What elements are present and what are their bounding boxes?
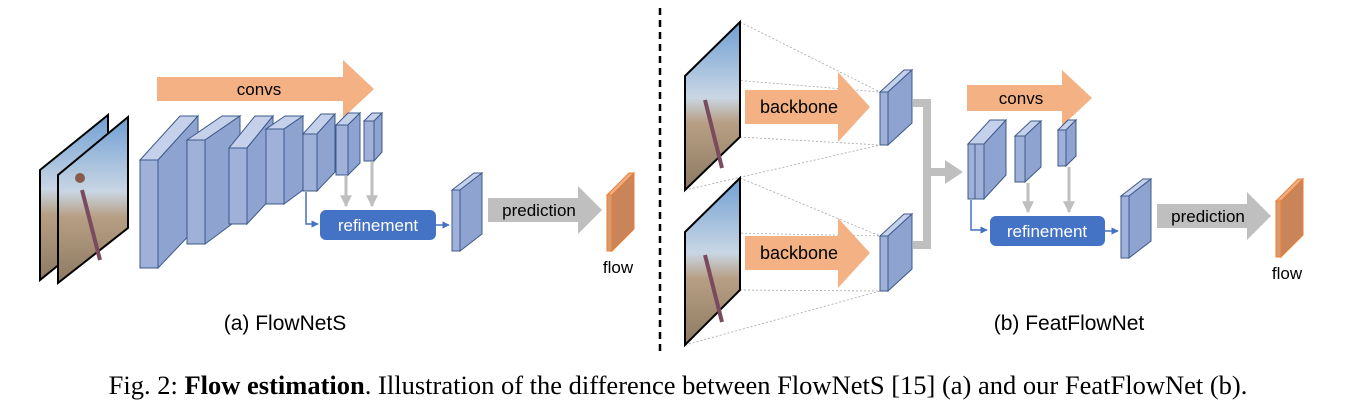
output-block-a [450, 171, 484, 253]
refinement-label-a: refinement [338, 216, 419, 235]
flow-label-b: flow [1272, 264, 1303, 283]
skip-arrows-b [1022, 167, 1075, 214]
feature-block-bottom [878, 212, 914, 293]
input-image-bottom [684, 175, 741, 348]
conv-block-4 [264, 115, 305, 205]
figure-caption: Fig. 2: Flow estimation. Illustration of… [0, 370, 1356, 401]
conv-block-2 [185, 115, 242, 245]
conv-block-b-3 [1056, 118, 1078, 168]
input-image-top [684, 19, 741, 193]
flow-label-a: flow [603, 258, 634, 277]
convs-arrow-b: convs [967, 70, 1092, 126]
refinement-label-b: refinement [1007, 222, 1088, 241]
output-block-b [1119, 177, 1153, 260]
backbone-arrow-bottom: backbone [745, 218, 870, 288]
conv-block-b-1 [966, 118, 1008, 201]
conv-block-b-2 [1013, 119, 1043, 184]
convs-label: convs [237, 80, 281, 99]
skip-arrows-a [340, 162, 378, 208]
backbone-label-top: backbone [760, 97, 838, 117]
convs-label-b: convs [999, 89, 1043, 108]
flow-output-b [1274, 177, 1305, 259]
refinement-connector-a [305, 192, 319, 228]
conv-block-7 [362, 111, 384, 163]
figure-caption-rest: . Illustration of the difference between… [364, 370, 1248, 400]
prediction-arrow-a: prediction [488, 186, 602, 234]
caption-a: (a) FlowNetS [224, 312, 347, 335]
merge-arrows [913, 99, 948, 249]
flow-output-a [605, 171, 636, 253]
figure-caption-bold: Flow estimation [184, 370, 365, 400]
caption-b: (b) FeatFlowNet [994, 312, 1145, 335]
convs-arrow: convs [157, 60, 374, 118]
conv-block-5 [301, 112, 337, 193]
prediction-label-a: prediction [502, 201, 576, 220]
panel-a: convs [39, 60, 636, 335]
panel-b: backbone backbone convs [684, 19, 1305, 348]
prediction-label-b: prediction [1171, 207, 1245, 226]
feature-block-top [878, 68, 914, 147]
refinement-box-a: refinement [320, 210, 436, 240]
prediction-arrow-b: prediction [1157, 192, 1271, 240]
backbone-arrow-top: backbone [745, 72, 870, 142]
conv-block-6 [334, 111, 362, 177]
merge-arrow-head [945, 160, 963, 184]
backbone-label-bottom: backbone [760, 243, 838, 263]
diagram-canvas: convs [39, 8, 1305, 356]
refinement-box-b: refinement [990, 216, 1105, 246]
input-image-front [57, 114, 129, 286]
figure-caption-prefix: Fig. 2: [108, 370, 185, 400]
refinement-connector-b [970, 200, 988, 234]
